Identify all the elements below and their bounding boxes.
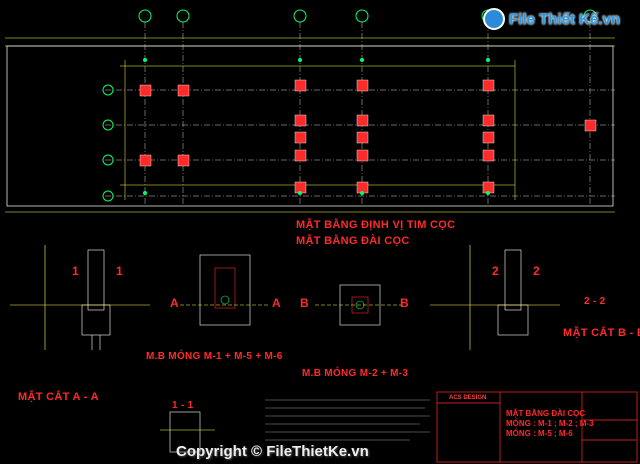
cut-mark-2-right: 2	[533, 264, 540, 278]
cut-mark-b-right: B	[400, 296, 409, 310]
cut-mark-1-left: 1	[72, 264, 79, 278]
cut-mark-b-left: B	[300, 296, 309, 310]
sheet-title-line-2: MÓNG : M-1 ; M-2 ; M-3	[506, 419, 594, 428]
company-name: ACS DESIGN	[449, 395, 487, 401]
section-title-bb: MẶT CẮT B - B	[563, 327, 640, 339]
footing-plan-m1	[180, 254, 270, 326]
cut-mark-a-right: A	[272, 296, 281, 310]
footing-plan-title-m2: M.B MÓNG M-2 + M-3	[302, 368, 409, 379]
cut-mark-a-left: A	[170, 296, 179, 310]
general-notes	[265, 399, 430, 441]
logo-badge-icon	[483, 8, 506, 30]
cut-mark-2-left: 2	[492, 264, 499, 278]
logo-text: File Thiết Kế.vn	[509, 10, 620, 28]
dimension-lines-top	[5, 37, 615, 47]
pile-caps	[139, 58, 597, 195]
grid-vertical	[144, 22, 591, 206]
detail-column-1	[10, 245, 150, 350]
tie-beams	[120, 60, 516, 200]
plan-outline	[6, 45, 614, 207]
site-logo: File Thiết Kế.vn	[483, 8, 620, 30]
footing-plan-title-m1: M.B MÓNG M-1 + M-5 + M-6	[146, 351, 283, 362]
footing-plan-m2	[315, 284, 405, 326]
title-block	[436, 391, 638, 463]
section-label-1-1: 1 - 1	[172, 400, 194, 411]
axis-bubbles-left	[102, 84, 114, 202]
plan-title-pile-cap: MẶT BẰNG ĐÀI CỌC	[296, 235, 410, 247]
detail-column-2	[430, 245, 560, 350]
section-label-2-2: 2 - 2	[584, 296, 606, 307]
sheet-title-line-1: MẶT BẰNG ĐÀI CỌC	[506, 409, 586, 418]
cut-mark-1-right: 1	[116, 264, 123, 278]
detail-1-1-bottom	[160, 411, 215, 453]
sheet-title-line-3: MÓNG : M-5 ; M-6	[506, 429, 573, 438]
copyright-watermark: Copyright © FileThietKe.vn	[176, 443, 369, 460]
plan-title-pile-layout: MẶT BẰNG ĐỊNH VỊ TIM CỌC	[296, 219, 456, 231]
section-title-aa: MẶT CẮT A - A	[18, 391, 99, 403]
